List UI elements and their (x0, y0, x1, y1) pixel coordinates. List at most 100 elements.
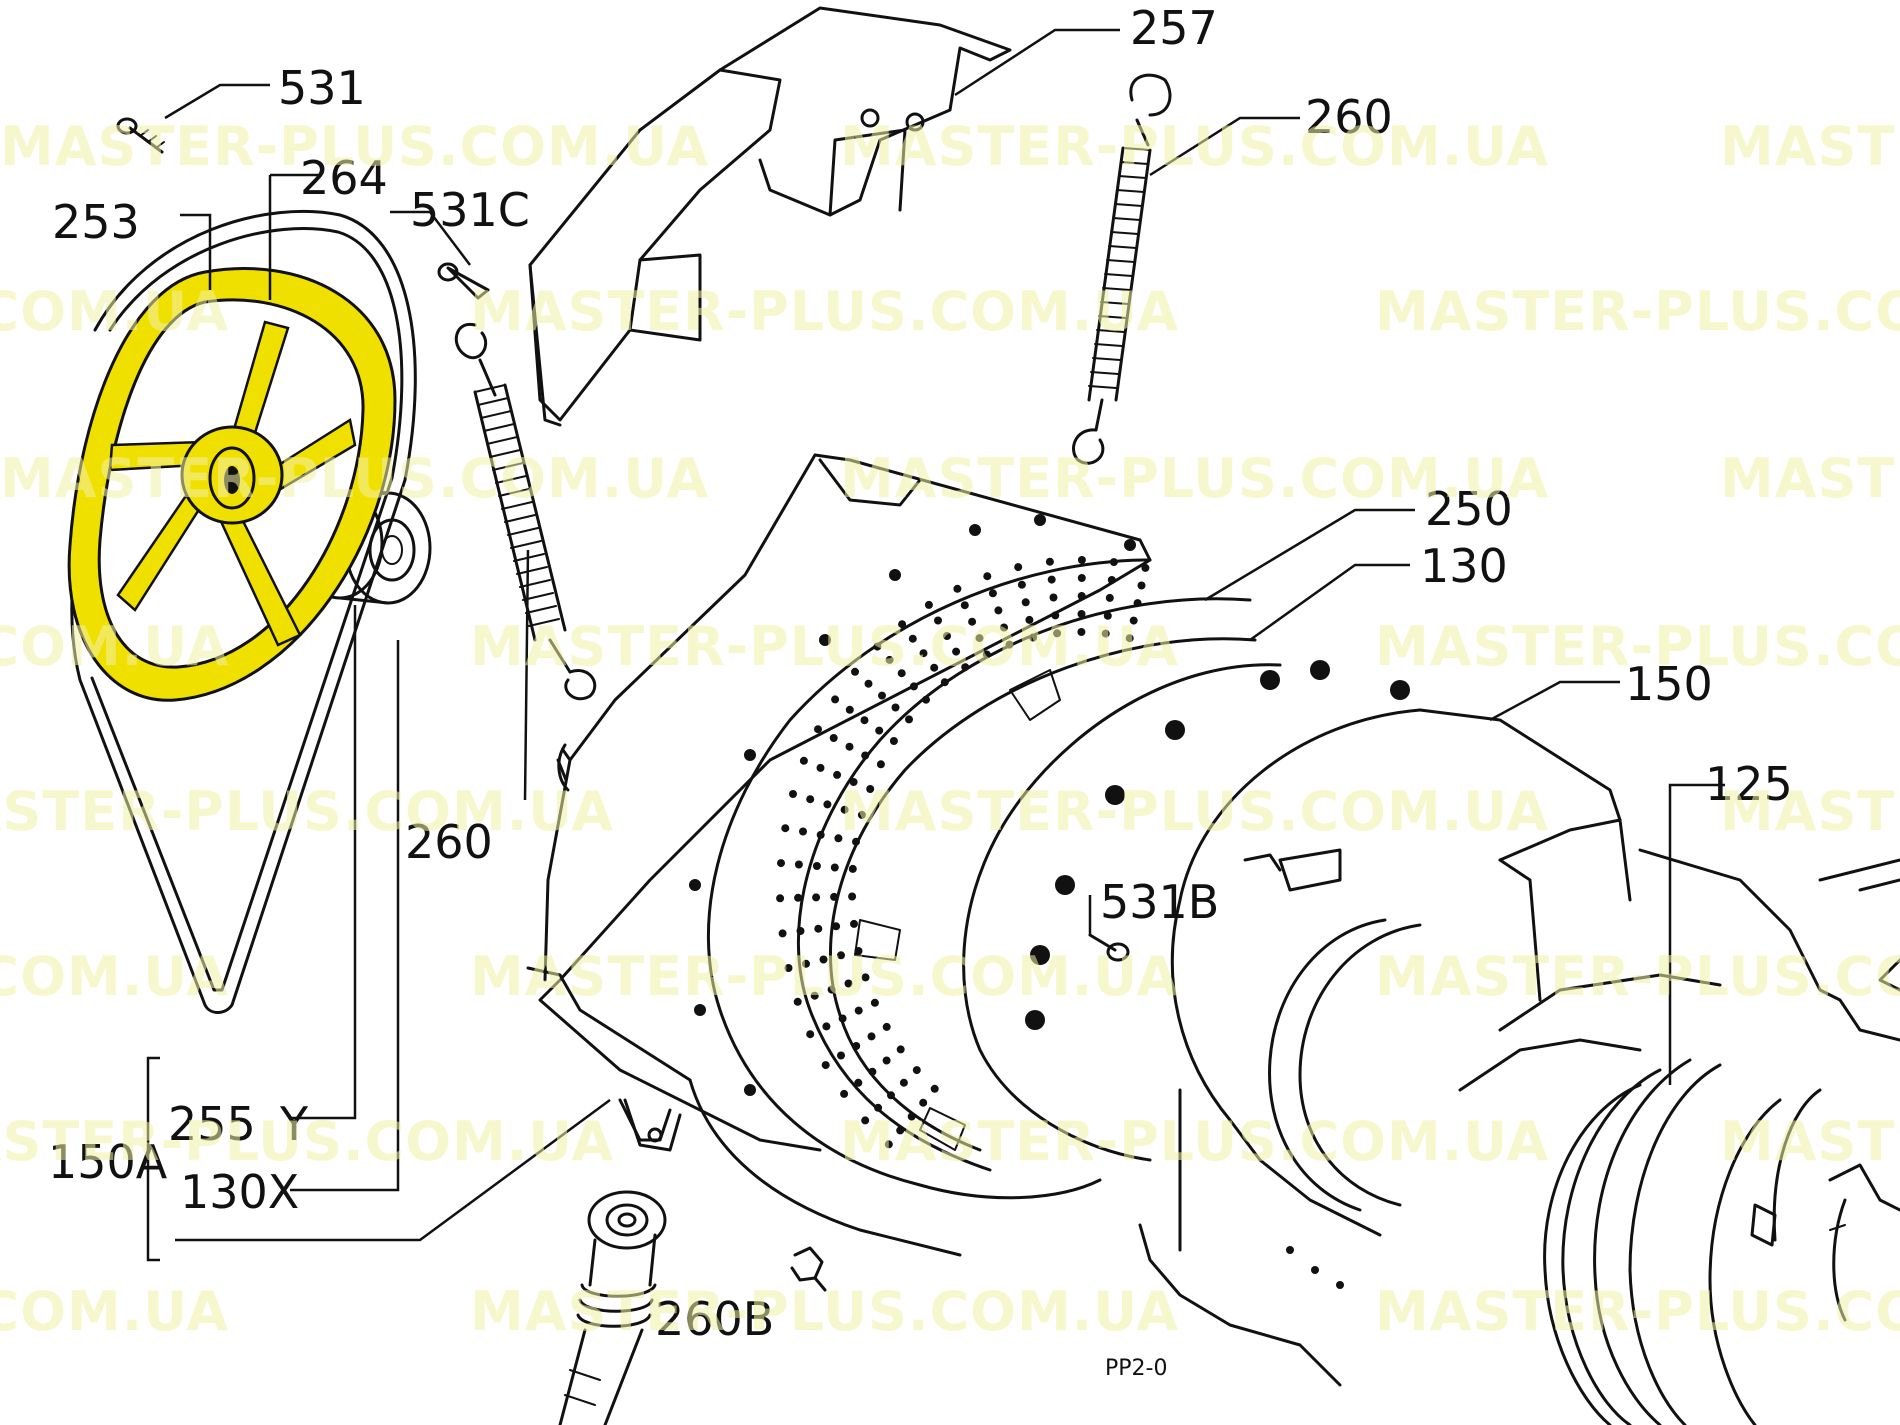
perforation-hole (861, 973, 870, 982)
bolt-531 (116, 117, 165, 154)
perforation-hole (907, 1112, 916, 1121)
watermark-text: MASTER-PLUS.COM.UA (470, 615, 1179, 678)
perforation-hole (897, 669, 906, 678)
perforation-hole (1103, 611, 1112, 620)
screw-531b (1088, 933, 1130, 962)
watermark-text: MASTER-PLUS.COM.UA (1720, 780, 1900, 843)
clip-260b (790, 1246, 827, 1292)
perforation-hole (830, 863, 839, 872)
label-260-mid: 260 (405, 815, 493, 869)
perforation-hole (806, 1030, 815, 1039)
perforation-hole (1049, 593, 1058, 602)
label-531b: 531B (1100, 875, 1219, 929)
drawing: PP2-0 (67, 6, 1900, 1425)
leader-lines (146, 28, 1725, 1262)
perforation-hole (794, 860, 803, 869)
watermark-text: MASTER-PLUS.COM.UA (0, 780, 614, 843)
perforation-hole (1077, 628, 1086, 636)
watermark-text: MASTER-PLUS.COM.UA (0, 447, 709, 510)
watermark-text: MASTER-PLUS.COM.UA (1375, 280, 1900, 343)
watermark-text: MASTER-PLUS.COM.UA (1720, 447, 1900, 510)
label-150a: 150A (48, 1135, 168, 1189)
perforation-hole (840, 805, 849, 814)
drive-belt-253 (70, 209, 417, 1014)
perforation-hole (845, 742, 854, 751)
perforation-hole (899, 1078, 908, 1087)
watermark-text: MASTER-PLUS.COM.UA (840, 1110, 1549, 1173)
perforation-hole (885, 655, 894, 664)
perforation-hole (1137, 581, 1146, 590)
perforation-hole (851, 667, 859, 676)
perforation-hole (874, 1103, 883, 1112)
perforation-hole (988, 589, 997, 598)
perforation-hole (848, 892, 857, 901)
watermark-text: MASTER-PLUS.COM.UA (1375, 615, 1900, 678)
perforation-hole (819, 955, 828, 964)
perforation-hole (940, 678, 949, 687)
perforation-hole (868, 1067, 877, 1076)
perforation-hole (873, 642, 882, 651)
perforation-hole (793, 997, 802, 1006)
perforation-hole (814, 924, 823, 933)
perforation-hole (799, 827, 807, 836)
perforation-hole (794, 893, 803, 902)
label-260-top: 260 (1305, 90, 1393, 144)
perforation-hole (875, 726, 884, 735)
perforation-hole (838, 1014, 847, 1023)
label-260b: 260B (655, 1292, 774, 1346)
label-130: 130 (1420, 539, 1508, 593)
perforation-hole (854, 947, 863, 955)
perforation-hole (833, 770, 842, 779)
label-531c: 531C (410, 183, 530, 237)
perforation-hole (789, 790, 797, 798)
perforation-hole (889, 737, 898, 745)
perforation-hole (1029, 633, 1038, 642)
watermark-text: MASTER-PLUS.COM.UA (1375, 1280, 1900, 1343)
watermark-text: MASTER-PLUS.COM.UA (1375, 945, 1900, 1008)
perforation-hole (850, 919, 858, 928)
screw-531c (437, 262, 490, 300)
watermark-text: MASTER-PLUS.COM.UA (0, 1110, 614, 1173)
door-gasket-125 (1458, 848, 1900, 1425)
perforation-hole (827, 985, 836, 994)
tub-foot (623, 1098, 682, 1152)
perforation-hole (812, 862, 821, 870)
perforation-hole (837, 1051, 845, 1060)
perforation-hole (983, 572, 992, 581)
perforation-hole (887, 1091, 895, 1100)
perforation-hole (867, 1032, 876, 1041)
perforation-hole (806, 795, 815, 804)
perforation-hole (924, 600, 933, 609)
perforation-hole (905, 715, 913, 724)
perforation-hole (908, 634, 917, 643)
perforation-hole (822, 1022, 831, 1031)
watermark-text: MASTER-PLUS.COM.UA (1720, 1110, 1900, 1173)
perforation-hole (1053, 629, 1062, 638)
watermark-text: MASTER-PLUS.COM.UA (0, 115, 709, 178)
perforation-hole (930, 663, 939, 672)
watermark-layer: MASTER-PLUS.COM.UA MASTER-PLUS.COM.UA MA… (0, 115, 1900, 1343)
perforation-hole (1005, 640, 1014, 649)
perforation-hole (802, 959, 810, 968)
perforation-hole (840, 1089, 849, 1098)
perforation-hole (848, 864, 857, 873)
perforation-hole (860, 716, 869, 725)
watermark-text: MASTER-PLUS.COM.UA (0, 615, 229, 678)
perforation-hole (831, 695, 840, 704)
perforation-hole (849, 778, 858, 786)
rear-tub-130 (526, 453, 1152, 1257)
perforation-hole (778, 929, 787, 938)
watermark-text: MASTER-PLUS.COM.UA (0, 945, 229, 1008)
perforation-hole (845, 705, 854, 714)
perforation-hole (1000, 623, 1008, 632)
perforation-hole (934, 616, 942, 625)
perforation-hole (837, 951, 845, 960)
perforation-hole (1051, 611, 1060, 620)
perforation-hole (882, 1056, 891, 1065)
label-130x: 130X (180, 1165, 299, 1219)
drum-pulley-264 (67, 267, 397, 702)
perforation-hole (1021, 598, 1030, 607)
watermark-text: MASTER-PLUS.COM.UA (840, 780, 1549, 843)
perforation-hole (814, 725, 822, 734)
